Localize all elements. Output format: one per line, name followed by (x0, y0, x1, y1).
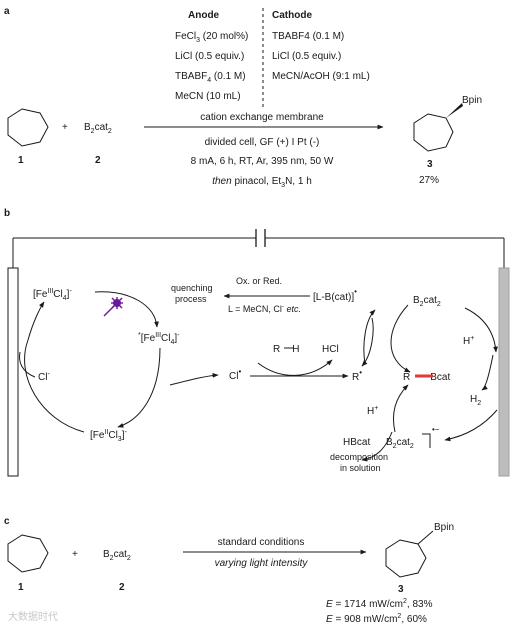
bpin-label-a: Bpin (462, 95, 482, 106)
hbcat-formation-arrow (361, 431, 393, 462)
result-1714: E = 1714 mW/cm2, 83% (326, 598, 433, 610)
radical-anion-to-rbcat-arrow (393, 384, 409, 433)
hat-arrow (257, 359, 333, 376)
borylation-arrow (390, 304, 411, 373)
cycle-arrow-oxidation (24, 301, 85, 433)
compound-number-2c: 2 (119, 582, 125, 593)
cathode-title: Cathode (272, 10, 312, 21)
ligand-definition: L = MeCN, Cl- etc. (228, 304, 301, 314)
condition-cell: divided cell, GF (+) I Pt (-) (205, 137, 320, 148)
alkyl-radical: R• (352, 368, 362, 383)
result-908: E = 908 mW/cm2, 60% (326, 613, 427, 625)
condition-light-intensity: varying light intensity (215, 558, 309, 569)
compound-number-2a: 2 (95, 155, 101, 166)
radical-anion-charge: •− (432, 425, 440, 434)
anode-line-4: MeCN (10 mL) (175, 91, 241, 102)
b2cat2-reagent-a: B2cat2 (84, 122, 112, 135)
watermark-text: 大数据时代 (8, 610, 58, 623)
compound-number-3c: 3 (398, 584, 404, 595)
condition-standard: standard conditions (218, 537, 305, 548)
ox-red-label: Ox. or Red. (236, 276, 282, 286)
cyclohexyl-structure-a (413, 113, 454, 152)
condition-workup: then pinacol, Et3N, 1 h (212, 176, 312, 189)
arrow-to-lbcat (363, 309, 376, 365)
hbcat-byproduct: HBcat (343, 437, 370, 448)
anode-line-3: TBABF4 (0.1 M) (175, 71, 246, 84)
cyclohexyl-structure-c (385, 539, 427, 578)
b2cat2-top: B2cat2 (413, 295, 441, 308)
proton-mid: H+ (367, 405, 378, 417)
chloride-join-arrow (19, 351, 36, 378)
b2cat2-radical-anion: B2cat2 (386, 437, 414, 450)
decomposition-label-1: decomposition (330, 452, 388, 462)
yield-a: 27% (419, 175, 439, 186)
panel-c-label: c (4, 516, 10, 527)
decomposition-label-2: in solution (340, 463, 381, 473)
quenching-label-2: process (175, 294, 207, 304)
hydrogen-gas: H2 (470, 394, 481, 407)
chlorine-radical: Cl• (229, 367, 241, 382)
anode-line-1: FeCl3 (20 mol%) (175, 31, 248, 44)
hcl-product: HCl (322, 344, 339, 355)
proton-reduction-arrow (464, 307, 498, 353)
panel-a-label: a (4, 6, 10, 17)
compound-number-1c: 1 (18, 582, 24, 593)
condition-membrane: cation exchange membrane (200, 112, 324, 123)
lbcat-radical-complex: [L-B(cat)]• (313, 287, 357, 303)
panel-b-label: b (4, 208, 10, 219)
cl-radical-release-arrow (169, 373, 219, 386)
cyclohexane-structure-c (7, 534, 49, 573)
cathode-line-3: MeCN/AcOH (9:1 mL) (272, 71, 370, 82)
quenching-label-1: quenching (171, 283, 213, 293)
b2cat2-reagent-c: B2cat2 (103, 549, 131, 562)
anode-line-2: LiCl (0.5 equiv.) (175, 51, 244, 62)
photoexcitation-icon (103, 297, 123, 317)
compound-number-1a: 1 (18, 155, 24, 166)
excited-fe3cl4-species: *[FeIIICl4]- (138, 332, 180, 346)
cyclohexane-structure-a (7, 108, 49, 147)
plus-sign-c: + (72, 549, 78, 560)
arrow-to-r-radical (361, 317, 374, 367)
plus-sign-a: + (62, 122, 68, 133)
fe3cl4-species: [FeIIICl4]- (33, 288, 72, 302)
condition-current: 8 mA, 6 h, RT, Ar, 395 nm, 50 W (191, 156, 334, 167)
cycle-arrow-excitation (94, 291, 159, 328)
h2-evolution-arrow (481, 354, 494, 391)
cathode-line-1: TBABF4 (0.1 M) (272, 31, 344, 42)
cathode-line-2: LiCl (0.5 equiv.) (272, 51, 341, 62)
b2cat2-reduction-arrow (444, 409, 498, 442)
anode-electrode (7, 267, 19, 477)
fe2cl3-species: [FeIICl3]- (90, 429, 127, 443)
proton-right: H+ (463, 335, 474, 347)
compound-number-3a: 3 (427, 159, 433, 170)
cathode-electrode (498, 267, 510, 477)
wedge-bond-a (446, 103, 463, 118)
cb-bond-c (417, 530, 434, 545)
cycle-arrow-reduction (117, 347, 161, 428)
anode-title: Anode (188, 10, 220, 21)
radical-anion-bracket (422, 433, 431, 448)
chloride-anion: Cl- (38, 371, 50, 383)
bpin-label-c: Bpin (434, 522, 454, 533)
